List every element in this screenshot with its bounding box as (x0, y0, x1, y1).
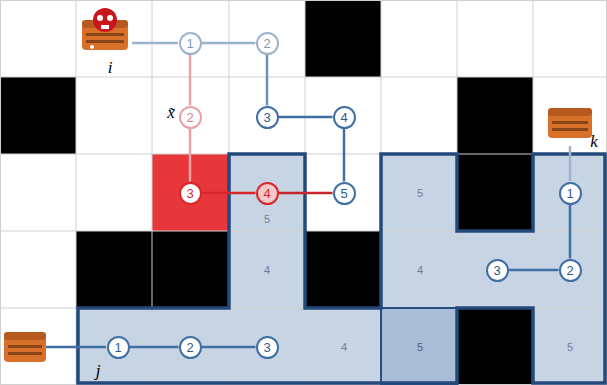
step-number: 2 (263, 37, 270, 50)
step-number: 2 (186, 341, 193, 354)
connector-line (279, 116, 333, 119)
connector-line (189, 129, 192, 182)
step-circle: 1 (179, 32, 202, 55)
path-connector (344, 129, 345, 182)
cost-number: 5 (264, 213, 270, 225)
step-circle: 3 (486, 259, 509, 282)
connector-line (202, 42, 256, 45)
connector-line (130, 346, 179, 349)
step-circle: 5 (333, 182, 356, 205)
agent-label: i (108, 58, 113, 78)
connector-line (569, 205, 572, 259)
step-number: 3 (263, 111, 270, 124)
region-outline (78, 154, 605, 383)
agent-label: x̃ (167, 103, 175, 123)
path-connector (279, 193, 333, 194)
step-circle: 2 (256, 32, 279, 55)
connector-line (509, 269, 559, 272)
connector-line (202, 346, 256, 349)
step-number: 4 (263, 187, 270, 200)
step-number: 1 (114, 341, 121, 354)
step-circle: 3 (256, 106, 279, 129)
cost-number: 4 (264, 264, 270, 276)
step-number: 3 (493, 264, 500, 277)
connector-line (189, 55, 192, 106)
robot-k (548, 108, 592, 138)
connector-line (279, 192, 333, 195)
cost-number: 4 (417, 264, 423, 276)
step-circle: 2 (179, 336, 202, 359)
robot-j (4, 332, 46, 362)
path-connector (570, 205, 571, 259)
agent-label: k (590, 132, 598, 152)
step-number: 1 (566, 187, 573, 200)
step-number: 3 (186, 187, 193, 200)
cell-outline (381, 308, 457, 385)
step-circle: 1 (559, 182, 582, 205)
cost-number: 5 (567, 341, 573, 353)
step-circle: 2 (179, 106, 202, 129)
connector-line (266, 55, 269, 106)
step-number: 5 (340, 187, 347, 200)
cost-number: 4 (341, 341, 347, 353)
path-connector (202, 193, 256, 194)
path-connector (509, 270, 559, 271)
step-number: 2 (186, 111, 193, 124)
step-circle: 1 (107, 336, 130, 359)
skull-icon (93, 8, 117, 32)
step-circle: 3 (256, 336, 279, 359)
path-connector (130, 347, 179, 348)
robot-leader-lines (46, 43, 570, 347)
path-connector (190, 55, 191, 106)
step-circle: 3 (179, 182, 202, 205)
connector-line (202, 192, 256, 195)
step-circle: 4 (256, 182, 279, 205)
path-connector (202, 43, 256, 44)
step-number: 4 (340, 111, 347, 124)
step-number: 3 (263, 341, 270, 354)
connector-line (343, 129, 346, 182)
agent-label: j (96, 361, 101, 381)
path-connector (279, 117, 333, 118)
obstacle-cells (0, 0, 533, 385)
cost-number: 5 (417, 341, 423, 353)
path-connector (202, 347, 256, 348)
path-connector (190, 129, 191, 182)
step-circle: 4 (333, 106, 356, 129)
step-number: 1 (186, 37, 193, 50)
path-connector (267, 55, 268, 106)
step-circle: 2 (559, 259, 582, 282)
step-number: 2 (566, 264, 573, 277)
cost-number: 5 (417, 187, 423, 199)
